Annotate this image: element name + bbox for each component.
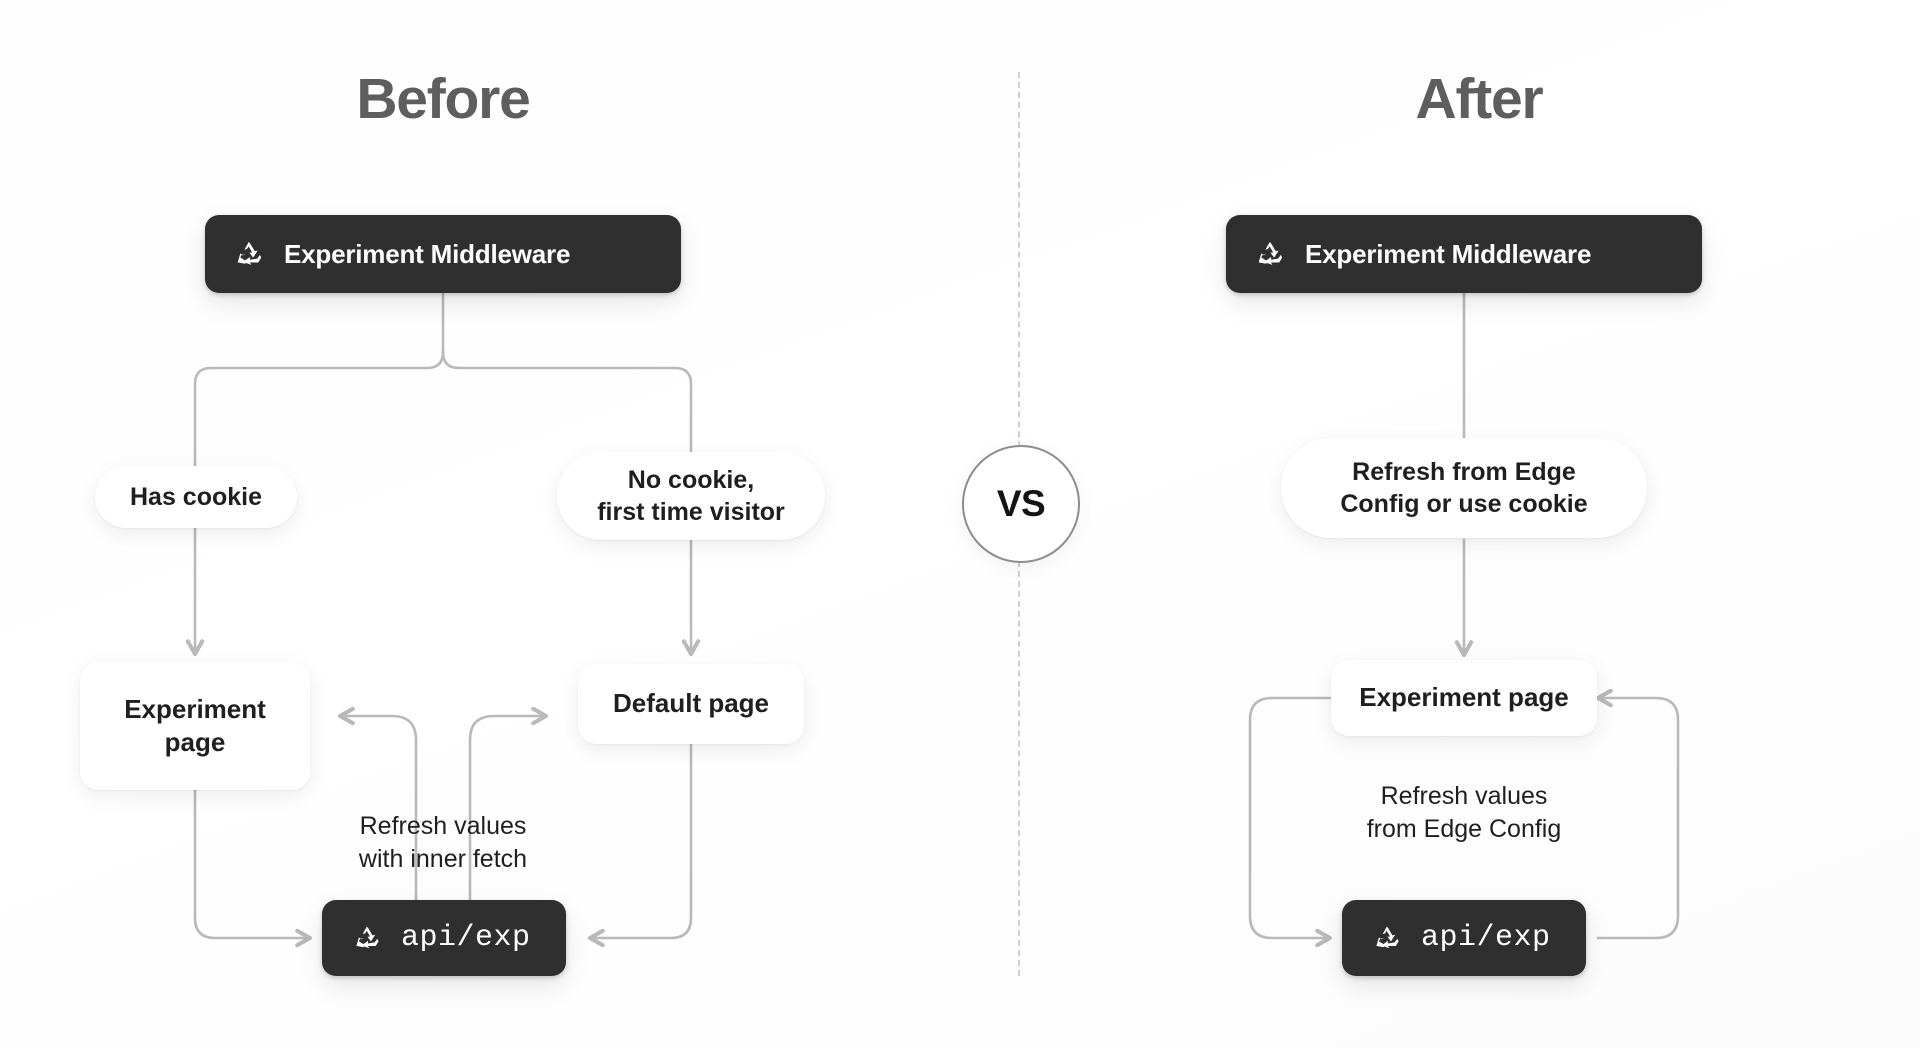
triangle-refresh-icon bbox=[237, 241, 262, 265]
before-branch-has-cookie[interactable]: Has cookie bbox=[95, 466, 297, 528]
after-middleware-label: Experiment Middleware bbox=[1305, 238, 1592, 269]
before-default-page-label: Default page bbox=[612, 688, 770, 719]
before-branch-no-cookie-label: No cookie, first time visitor bbox=[597, 466, 785, 526]
before-refresh-caption: Refresh values with inner fetch bbox=[358, 812, 528, 874]
after-middleware-chip[interactable]: Experiment Middleware bbox=[1226, 215, 1702, 293]
wire-after-api-to-page bbox=[1595, 688, 1680, 940]
column-title-after: After bbox=[1415, 67, 1543, 131]
before-experiment-page-card[interactable]: Experiment page bbox=[80, 662, 310, 790]
wire-before-experiment-to-api bbox=[193, 788, 313, 948]
before-api-label: api/exp bbox=[401, 921, 531, 955]
after-experiment-page-label: Experiment page bbox=[1359, 682, 1569, 713]
before-api-chip[interactable]: api/exp bbox=[322, 900, 566, 976]
vs-label: VS bbox=[996, 483, 1046, 524]
triangle-refresh-icon bbox=[1258, 241, 1283, 265]
after-api-label: api/exp bbox=[1421, 921, 1551, 955]
after-api-chip[interactable]: api/exp bbox=[1342, 900, 1586, 976]
vs-badge: VS bbox=[962, 445, 1080, 563]
after-decision-label: Refresh from Edge Config or use cookie bbox=[1340, 458, 1588, 518]
wire-before-default-to-api bbox=[587, 726, 693, 948]
triangle-refresh-icon bbox=[1376, 926, 1399, 949]
triangle-refresh-icon bbox=[356, 926, 379, 949]
before-experiment-page-label: Experiment page bbox=[124, 693, 266, 757]
before-middleware-label: Experiment Middleware bbox=[284, 238, 571, 269]
before-default-page-card[interactable]: Default page bbox=[578, 664, 804, 744]
after-refresh-caption: Refresh values from Edge Config bbox=[1366, 782, 1562, 844]
after-experiment-page-card[interactable]: Experiment page bbox=[1331, 660, 1597, 736]
wire-after-page-to-api bbox=[1248, 696, 1333, 948]
before-branch-no-cookie[interactable]: No cookie, first time visitor bbox=[557, 452, 825, 540]
before-branch-has-cookie-label: Has cookie bbox=[129, 483, 262, 511]
before-middleware-chip[interactable]: Experiment Middleware bbox=[205, 215, 681, 293]
column-title-before: Before bbox=[356, 67, 531, 131]
after-decision-pill[interactable]: Refresh from Edge Config or use cookie bbox=[1281, 438, 1647, 538]
